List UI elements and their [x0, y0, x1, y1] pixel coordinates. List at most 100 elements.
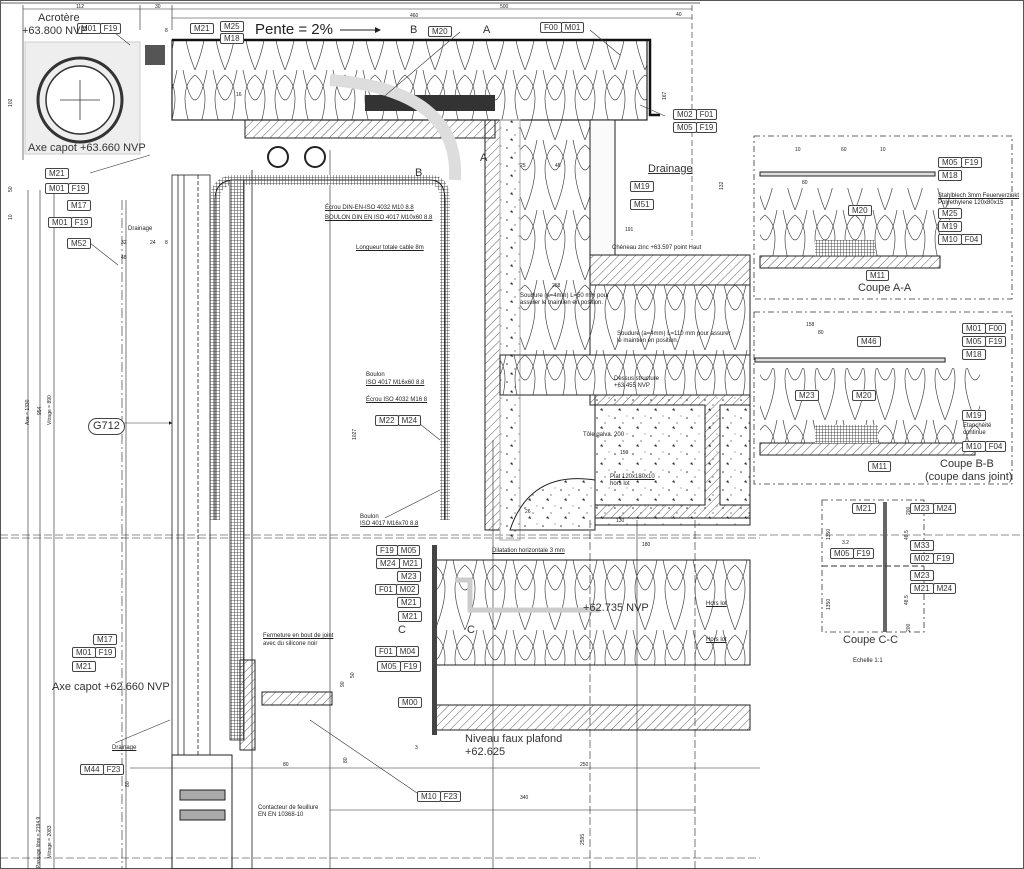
section-cut-marker: A: [480, 152, 488, 164]
dimension-value: 150: [620, 450, 629, 456]
section-cut-marker: A: [483, 24, 491, 36]
material-code: F00: [984, 323, 1007, 334]
annotation-text: Dessus structure: [614, 376, 660, 382]
material-code: M01: [560, 22, 585, 33]
slope-label: Pente = 2%: [255, 21, 333, 38]
material-code: M17: [93, 634, 117, 645]
material-code: M10: [417, 791, 441, 802]
dimension-value: 132: [719, 181, 725, 190]
material-code: M05: [830, 548, 854, 559]
material-callout: M21: [852, 503, 876, 514]
annotation-text: ISO 4017 M16x70 8.8: [360, 521, 419, 527]
section-scale-cc: Echelle 1:1: [853, 658, 883, 664]
material-code: M01: [962, 323, 986, 334]
annotation-text: Écrou DIN-EN-ISO 4032 M10 8.8: [325, 205, 414, 211]
material-code: M23: [397, 571, 421, 582]
material-code: M23: [795, 390, 819, 401]
material-callout: M25: [938, 208, 962, 219]
dimension-value: 180: [642, 542, 651, 548]
dimension-value: 1027: [352, 428, 358, 440]
annotation-text: Chéneau zinc +63.597 point Haut: [612, 245, 702, 251]
section-cut-marker: C: [398, 624, 406, 636]
dimension-value: 10: [880, 147, 886, 153]
material-code: F19: [984, 336, 1007, 347]
annotation-text: +63.800 NVP: [22, 25, 88, 37]
material-code: M00: [398, 697, 422, 708]
material-code: M05: [673, 122, 697, 133]
dimension-value: 80: [818, 330, 824, 336]
material-callout: M21: [72, 661, 96, 672]
material-callout: M23: [795, 390, 819, 401]
material-callout: M52: [67, 238, 91, 249]
annotation-text: Soudure (a=4mm) L=110 mm pour assurer: [617, 331, 731, 337]
material-code: M51: [630, 199, 654, 210]
annotation-text: Contacteur de feuillure: [258, 805, 319, 811]
dimension-value: 26: [525, 509, 531, 515]
material-code: M21: [910, 583, 934, 594]
dimension-value: 40: [676, 12, 682, 18]
dimension-value: 102: [8, 98, 14, 107]
dimension-value: Axe = 1330: [25, 399, 31, 425]
material-callout: M21: [397, 597, 421, 608]
material-callout: M18: [938, 170, 962, 181]
annotation-text: Polyethylene 120x80x15: [938, 200, 1004, 206]
section-cut-marker: B: [410, 24, 418, 36]
dimension-value: 340: [520, 795, 529, 801]
material-callout: M18: [220, 33, 244, 44]
material-callout: M33: [910, 540, 934, 551]
dimension-value: 30: [155, 4, 161, 10]
material-code: M11: [868, 461, 891, 472]
section-subtitle-bb: (coupe dans joint): [925, 471, 1013, 483]
dimension-value: 25: [520, 163, 526, 169]
dimension-value: 258: [552, 283, 561, 289]
annotation-text: Plat 120x180x10: [610, 474, 655, 480]
dimension-value: 50: [350, 672, 356, 678]
dimension-value: 2595: [580, 833, 586, 845]
material-code: M05: [377, 661, 401, 672]
material-code: M19: [630, 181, 654, 192]
material-callout: G712: [88, 418, 125, 435]
dimension-value: 112: [76, 4, 84, 10]
annotation-text: continue: [963, 430, 986, 436]
annotation-text: Boulon: [360, 514, 379, 520]
material-code: F00: [540, 22, 562, 33]
dimension-value: 954: [37, 406, 43, 415]
material-callout: M21: [398, 611, 422, 622]
material-code: M10: [962, 441, 986, 452]
annotation-text: EN EN 10368-10: [258, 812, 304, 818]
material-code: F19: [94, 647, 117, 658]
material-code: M52: [67, 238, 91, 249]
dimension-value: 32: [121, 240, 127, 246]
dimension-value: 1350: [826, 528, 832, 540]
material-callout: M23: [397, 571, 421, 582]
material-code: M24: [932, 503, 957, 514]
material-code: M22: [375, 415, 399, 426]
annotation-text: Fermeture en bout de joint: [263, 633, 334, 639]
annotation-text: Axe capot +63.660 NVP: [28, 142, 146, 154]
annotation-text: +62.625: [465, 746, 506, 758]
dimension-value: 130: [616, 518, 625, 524]
annotation-text: Boulon: [366, 372, 385, 378]
section-cut-marker: C: [467, 624, 475, 636]
material-code: F23: [439, 791, 462, 802]
material-code: M24: [376, 558, 400, 569]
material-code: M01: [72, 647, 96, 658]
material-callout: M17: [93, 634, 117, 645]
material-callout: M17: [67, 200, 91, 211]
annotation-text: Axe capot +62.660 NVP: [52, 681, 170, 693]
material-code: M46: [857, 336, 881, 347]
